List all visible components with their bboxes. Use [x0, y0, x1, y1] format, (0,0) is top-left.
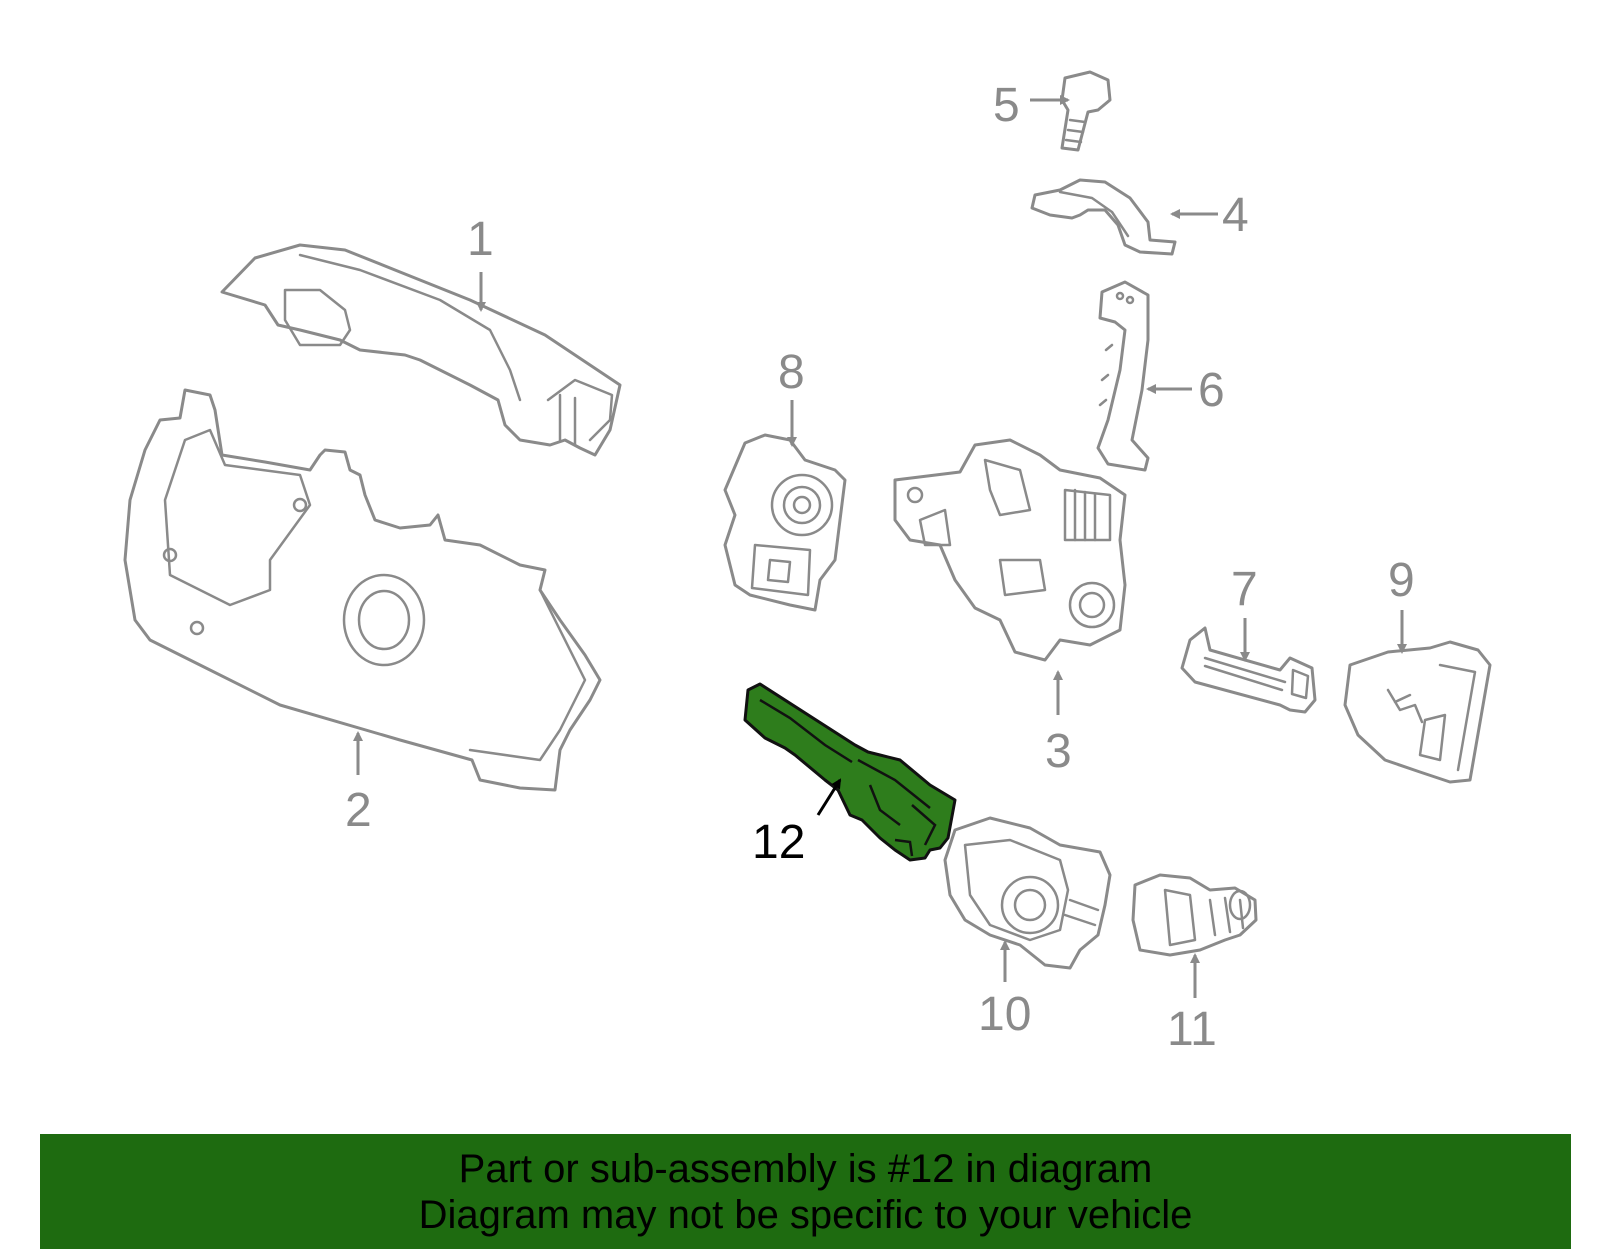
part-11-knob: [1131, 873, 1258, 957]
part-7-clip: [1180, 626, 1317, 714]
banner-line-1: Part or sub-assembly is #12 in diagram: [458, 1147, 1153, 1191]
part-6-bracket: [1096, 280, 1150, 472]
callout-4: 4: [1222, 189, 1249, 242]
callout-11: 11: [1167, 1003, 1217, 1056]
callout-1: 1: [467, 213, 494, 266]
banner-line-2: Diagram may not be specific to your vehi…: [418, 1193, 1193, 1237]
info-banner: Part or sub-assembly is #12 in diagram D…: [40, 1134, 1571, 1249]
part-2-lower-cover: [123, 388, 602, 792]
callout-5: 5: [993, 79, 1020, 132]
part-9-cover: [1343, 640, 1492, 784]
part-10-switch-body: [943, 816, 1112, 970]
callout-6: 6: [1198, 364, 1225, 417]
callout-2: 2: [345, 784, 372, 837]
callout-leaders: [353, 95, 1407, 998]
callout-9: 9: [1388, 554, 1415, 607]
part-4-clamp: [1030, 178, 1177, 256]
part-3-lock-housing: [893, 438, 1127, 662]
callout-8: 8: [778, 346, 805, 399]
callout-3: 3: [1045, 725, 1072, 778]
parts-diagram: 1 2 3 4 5 6 7 8 9 10 11 12: [123, 70, 1492, 1056]
part-12-switch-lever[interactable]: [743, 682, 957, 862]
part-1-upper-cover: [220, 243, 622, 457]
callout-12[interactable]: 12: [752, 816, 805, 869]
part-5-bolt: [1060, 70, 1112, 152]
callout-10: 10: [978, 988, 1031, 1041]
callout-7: 7: [1231, 563, 1258, 616]
part-8-switch-module: [723, 433, 847, 612]
